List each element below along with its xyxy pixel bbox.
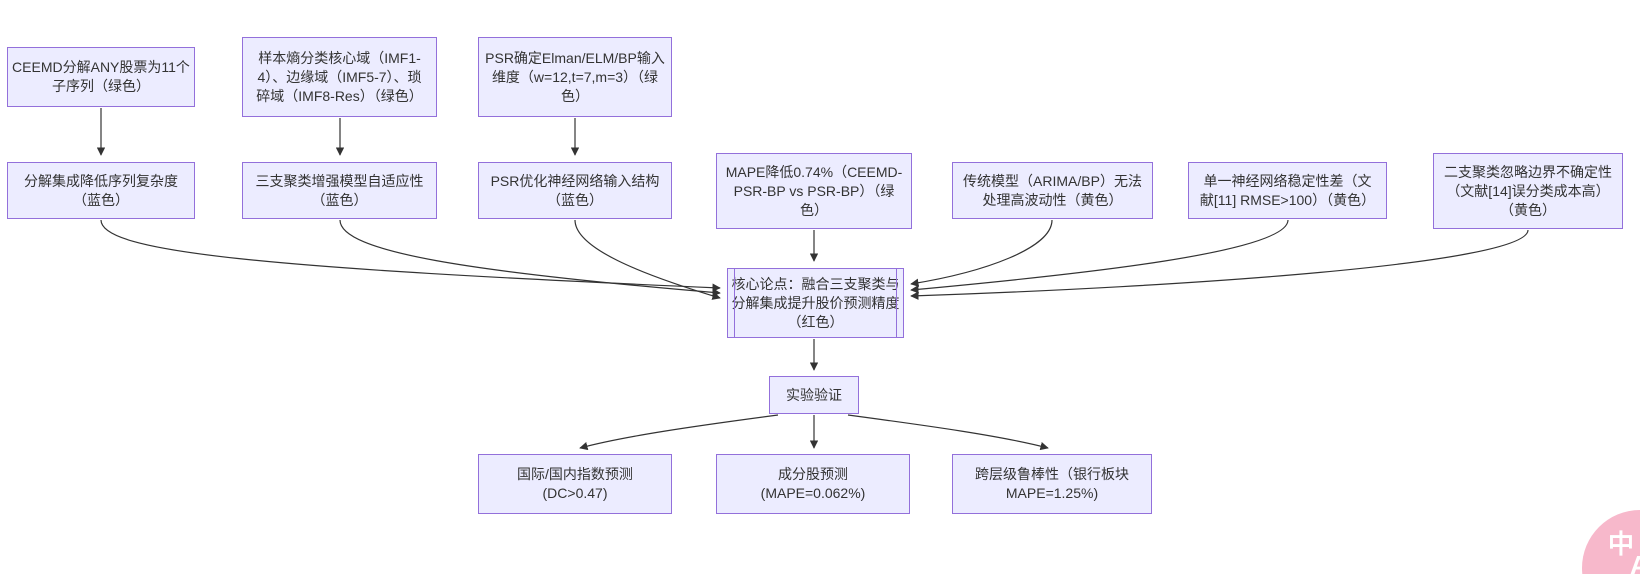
- node-three-way-clustering-adaptivity: 三支聚类增强模型自适应性 （蓝色）: [242, 162, 437, 219]
- label-line: 维度（w=12,t=7,m=3）（绿: [491, 68, 659, 85]
- edge-traditional-to-core: [910, 219, 1053, 287]
- label-line: （文献[14]误分类成本高）: [1446, 182, 1610, 199]
- edge-structure-to-core: [574, 219, 721, 300]
- edge-experiment-to-index: [579, 414, 779, 451]
- label-line: 样本熵分类核心域（IMF1-: [258, 49, 421, 66]
- label-line: （蓝色）: [547, 191, 603, 208]
- badge-zh-glyph: 中: [1608, 529, 1635, 559]
- node-core-thesis: 核心论点：融合三支聚类与 分解集成提升股价预测精度 （红色）: [727, 268, 904, 338]
- label-line: (DC>0.47): [542, 485, 608, 501]
- label-line: 核心论点：融合三支聚类与: [731, 275, 900, 292]
- node-two-way-clustering-limit: 二支聚类忽略边界不确定性 （文献[14]误分类成本高） （黄色）: [1433, 153, 1623, 229]
- label-line: 分解集成提升股价预测精度: [731, 294, 900, 311]
- label-line: MAPE降低0.74%（CEEMD-: [725, 163, 903, 180]
- label-line: PSR确定Elman/ELM/BP输入: [485, 49, 665, 66]
- node-psr-input-dimension: PSR确定Elman/ELM/BP输入 维度（w=12,t=7,m=3）（绿 色…: [478, 37, 672, 117]
- translate-badge-button[interactable]: 中 A: [1582, 510, 1640, 574]
- label-line: CEEMD分解ANY股票为11个: [12, 59, 190, 75]
- label-line: 跨层级鲁棒性（银行板块: [975, 466, 1129, 482]
- label-line: （蓝色）: [73, 191, 129, 208]
- node-constituent-prediction: 成分股预测 (MAPE=0.062%): [716, 454, 910, 514]
- badge-en-glyph: A: [1630, 550, 1640, 574]
- label-line: PSR优化神经网络输入结构: [490, 172, 660, 189]
- label-line: 处理高波动性（黄色）: [982, 191, 1123, 208]
- label-line: （红色）: [787, 313, 844, 330]
- label-line: 实验验证: [786, 386, 842, 403]
- node-single-nn-instability: 单一神经网络稳定性差（文 献[11] RMSE>100）（黄色）: [1188, 162, 1387, 219]
- edge-twoway-to-core: [910, 229, 1529, 300]
- label-line: 成分股预测: [778, 466, 848, 482]
- node-mape-reduction: MAPE降低0.74%（CEEMD- PSR-BP vs PSR-BP）（绿 色…: [716, 153, 912, 229]
- label-line: (MAPE=0.062%): [760, 485, 866, 501]
- edge-singlenn-to-core: [910, 219, 1289, 294]
- node-index-prediction: 国际/国内指数预测 (DC>0.47): [478, 454, 672, 514]
- label-line: 国际/国内指数预测: [517, 466, 633, 482]
- node-decomposition-reduces-complexity: 分解集成降低序列复杂度 （蓝色）: [7, 162, 195, 219]
- label-line: 色）: [561, 87, 589, 104]
- label-line: 碎域（IMF8-Res）（绿色）: [256, 87, 423, 104]
- label-line: （黄色）: [1500, 201, 1556, 218]
- label-line: 4）、边缘域（IMF5-7）、琐: [257, 68, 422, 85]
- label-line: 献[11] RMSE>100）（黄色）: [1199, 191, 1376, 208]
- label-line: 子序列（绿色）: [52, 78, 150, 94]
- node-experiment-validation: 实验验证: [769, 376, 859, 414]
- label-line: 三支聚类增强模型自适应性: [255, 172, 424, 189]
- label-line: 二支聚类忽略边界不确定性: [1444, 163, 1612, 180]
- label-line: 色）: [800, 201, 828, 218]
- node-psr-optimizes-input-structure: PSR优化神经网络输入结构 （蓝色）: [478, 162, 672, 219]
- label-line: 传统模型（ARIMA/BP）无法: [963, 172, 1142, 189]
- label-line: 分解集成降低序列复杂度: [24, 172, 178, 189]
- node-traditional-models-limit: 传统模型（ARIMA/BP）无法 处理高波动性（黄色）: [952, 162, 1153, 219]
- node-cross-level-robustness: 跨层级鲁棒性（银行板块 MAPE=1.25%): [952, 454, 1152, 514]
- label-line: （蓝色）: [311, 191, 368, 208]
- edge-experiment-to-robustness: [847, 414, 1049, 451]
- label-line: 单一神经网络稳定性差（文: [1203, 172, 1372, 189]
- edge-adaptivity-to-core: [339, 219, 721, 297]
- edge-complexity-to-core: [100, 219, 721, 292]
- label-line: MAPE=1.25%): [1005, 485, 1099, 501]
- node-ceemd-decomposition: CEEMD分解ANY股票为11个 子序列（绿色）: [7, 47, 195, 107]
- node-sample-entropy-domains: 样本熵分类核心域（IMF1- 4）、边缘域（IMF5-7）、琐 碎域（IMF8-…: [242, 37, 437, 117]
- label-line: PSR-BP vs PSR-BP）（绿: [733, 182, 895, 199]
